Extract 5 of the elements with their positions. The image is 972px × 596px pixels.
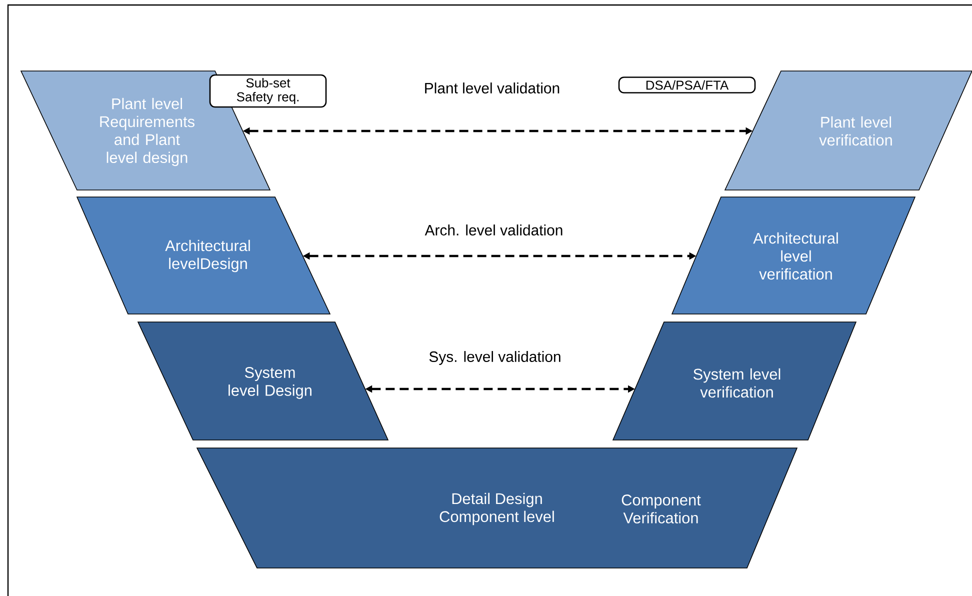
edge-label: Arch. level validation: [424, 224, 562, 236]
note-box: Sub-set Safety req.: [209, 74, 327, 108]
edge-label: Plant level validation: [425, 82, 560, 94]
note-box: DSA/PSA/FTA: [618, 76, 756, 94]
edge-label: Sys. level validation: [429, 351, 560, 365]
